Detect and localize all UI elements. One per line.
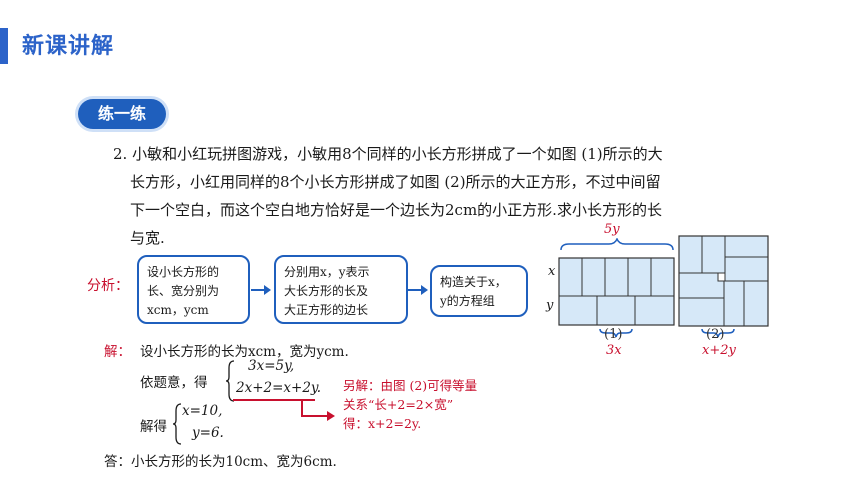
figure-1-top-label: 5y — [604, 222, 620, 237]
analysis-box-1: 设小长方形的 长、宽分别为 xcm，ycm — [137, 255, 250, 324]
problem-line-3: 下一个空白，而这个空白地方恰好是一个边长为2cm的小正方形.求小长方形的长 — [130, 201, 662, 219]
figure-2-bottom-label: x+2y — [702, 343, 736, 358]
problem-text: 2. 小敏和小红玩拼图游戏，小敏用8个同样的小长方形拼成了一个如图 (1)所示的… — [113, 140, 773, 252]
alt-line-3: 得：x+2=2y. — [343, 416, 422, 431]
arrow-icon — [251, 285, 271, 295]
title-accent-bar — [0, 28, 8, 64]
figure-1-big-rectangle — [558, 257, 675, 326]
equation-2: 2x+2=x+2y. — [236, 380, 322, 396]
equation-1: 3x=5y, — [248, 358, 295, 374]
system-brace — [225, 360, 235, 402]
analysis-box-2: 分别用x，y表示 大长方形的长及 大正方形的边长 — [274, 255, 408, 324]
figure-1-side-x: x — [548, 264, 556, 279]
problem-line-1: 2. 小敏和小红玩拼图游戏，小敏用8个同样的小长方形拼成了一个如图 (1)所示的… — [113, 145, 663, 163]
analysis-label: 分析： — [87, 278, 129, 294]
figure-1-bottom-label: 3x — [606, 343, 622, 358]
solved-label: 解得 — [140, 419, 167, 435]
analysis-box-1-line: xcm，ycm — [147, 303, 209, 317]
solution-y: y=6. — [192, 425, 224, 441]
analysis-box-2-line: 大正方形的边长 — [284, 303, 369, 317]
alt-line-2: 关系“长+2=2×宽” — [343, 397, 454, 412]
figure-1-number: (1) — [604, 327, 623, 342]
alt-solution: 另解：由图 (2)可得等量 关系“长+2=2×宽” 得：x+2=2y. — [343, 376, 477, 433]
solution-x: x=10, — [182, 403, 223, 419]
answer-line: 答：小长方形的长为10cm、宽为6cm. — [104, 454, 337, 470]
alt-line-1: 另解：由图 (2)可得等量 — [343, 378, 478, 393]
analysis-box-3: 构造关于x， y的方程组 — [430, 265, 528, 317]
solution-brace — [172, 403, 182, 445]
analysis-box-1-line: 长、宽分别为 — [147, 284, 220, 298]
section-tag: 练一练 — [78, 99, 166, 129]
figure-2-bottom-brace — [701, 328, 735, 338]
arrow-icon — [408, 285, 428, 295]
equation-2-underline — [233, 399, 315, 401]
problem-line-4: 与宽. — [130, 229, 165, 247]
connector-arrow — [301, 399, 335, 421]
solution-label: 解： — [104, 344, 131, 360]
figure-1-side-y: y — [546, 298, 554, 313]
solution-line-1: 设小长方形的长为xcm，宽为ycm. — [140, 344, 349, 360]
figure-1-bottom-brace — [599, 328, 633, 338]
analysis-box-2-line: 大长方形的长及 — [284, 284, 369, 298]
page-title: 新课讲解 — [22, 34, 115, 59]
figure-2-big-square — [678, 235, 769, 327]
problem-line-2: 长方形，小红用同样的8个小长方形拼成了如图 (2)所示的大正方形，不过中间留 — [130, 173, 661, 191]
analysis-box-1-line: 设小长方形的 — [147, 265, 220, 279]
by-question-label: 依题意，得 — [140, 375, 208, 391]
analysis-box-2-line: 分别用x，y表示 — [284, 265, 370, 279]
analysis-box-3-line: 构造关于x， — [440, 275, 507, 289]
figure-2-number: (2) — [706, 327, 725, 342]
figure-1-top-brace — [560, 238, 674, 251]
analysis-box-3-line: y的方程组 — [440, 294, 495, 308]
